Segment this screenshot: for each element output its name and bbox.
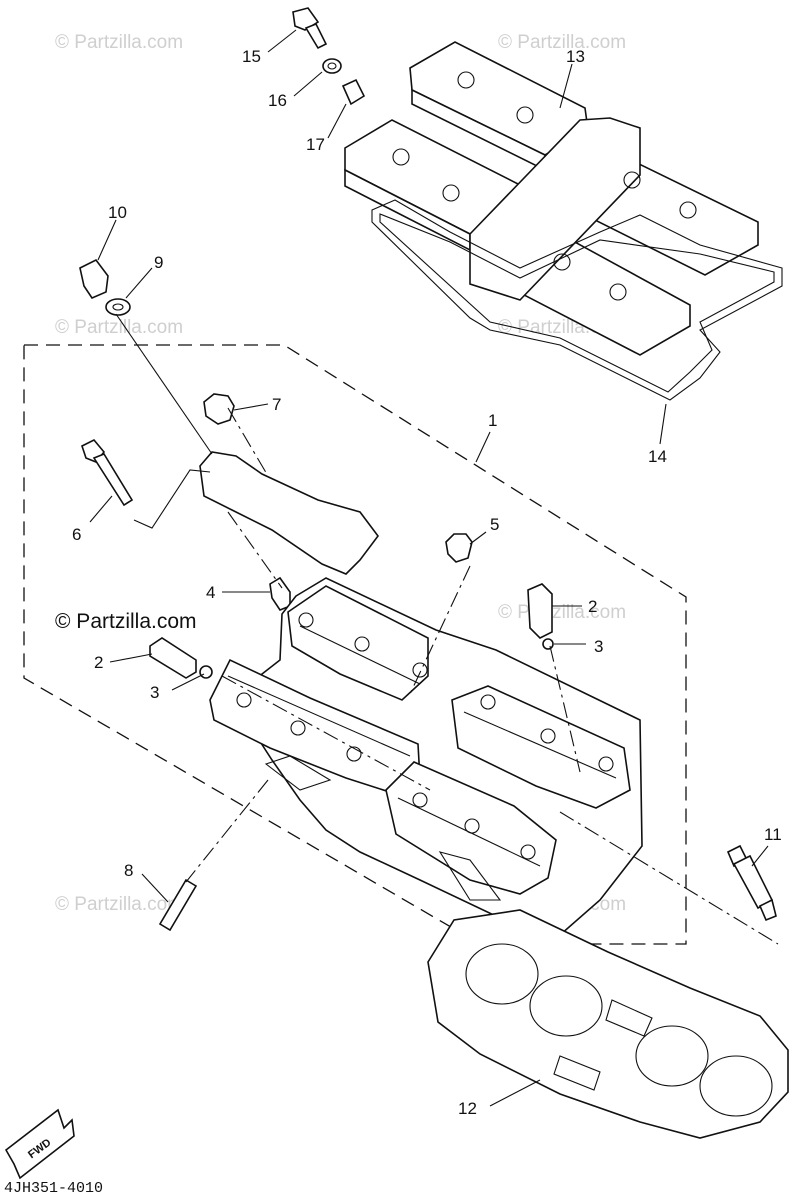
- callout-17: 17: [306, 135, 325, 154]
- callout-10: 10: [108, 203, 127, 222]
- valve-guide: [149, 637, 197, 679]
- callout-3: 3: [150, 683, 159, 702]
- cover-bolt-set: [292, 7, 366, 106]
- callout-5: 5: [490, 515, 499, 534]
- callout-4: 4: [206, 583, 215, 602]
- watermark-primary: © Partzilla.com: [55, 610, 197, 633]
- watermark-text: © Partzilla.com: [498, 32, 626, 53]
- callout-11: 11: [764, 825, 782, 844]
- callout-1: 1: [488, 411, 497, 430]
- plug: [203, 393, 235, 425]
- diagram-code: 4JH351-4010: [4, 1180, 103, 1197]
- watermark-text: © Partzilla.com: [55, 317, 183, 338]
- callout-3: 3: [594, 637, 603, 656]
- cylinder-head-gasket: [427, 909, 789, 1139]
- plug: [445, 533, 473, 563]
- bolt: [81, 439, 134, 507]
- callout-12: 12: [458, 1099, 477, 1118]
- watermark-text: © Partzilla.com: [55, 894, 183, 915]
- callout-2: 2: [588, 597, 597, 616]
- callout-6: 6: [72, 525, 81, 544]
- circlip: [199, 665, 213, 679]
- callout-14: 14: [648, 447, 667, 466]
- dowel-pin: [269, 576, 291, 611]
- circlip: [542, 638, 554, 650]
- spark-plug: [726, 844, 777, 922]
- head-cover-gasket: [371, 199, 783, 401]
- plug-and-gasket: [79, 258, 131, 316]
- valve-guide: [527, 583, 553, 639]
- callouts: 1 2 2 3 3 4 5 6 7 8 9 10 11 12 13 14 15 …: [72, 47, 782, 1118]
- callout-8: 8: [124, 861, 133, 880]
- stud-bolt: [158, 878, 198, 932]
- callout-9: 9: [154, 253, 163, 272]
- callout-13: 13: [566, 47, 585, 66]
- callout-7: 7: [272, 395, 281, 414]
- fwd-arrow: FWD: [4, 1108, 75, 1180]
- callout-15: 15: [242, 47, 261, 66]
- watermark-text: © Partzilla.com: [55, 32, 183, 53]
- leader-lines: [89, 29, 769, 1107]
- head-cover: [344, 41, 759, 356]
- watermark-text: © Partzilla.com: [498, 602, 626, 623]
- callout-16: 16: [268, 91, 287, 110]
- guide-lines: [115, 313, 779, 945]
- cylinder-head: [209, 577, 643, 936]
- camshaft-cap: [199, 451, 379, 575]
- assembly-boundary: [23, 344, 687, 945]
- callout-2: 2: [94, 653, 103, 672]
